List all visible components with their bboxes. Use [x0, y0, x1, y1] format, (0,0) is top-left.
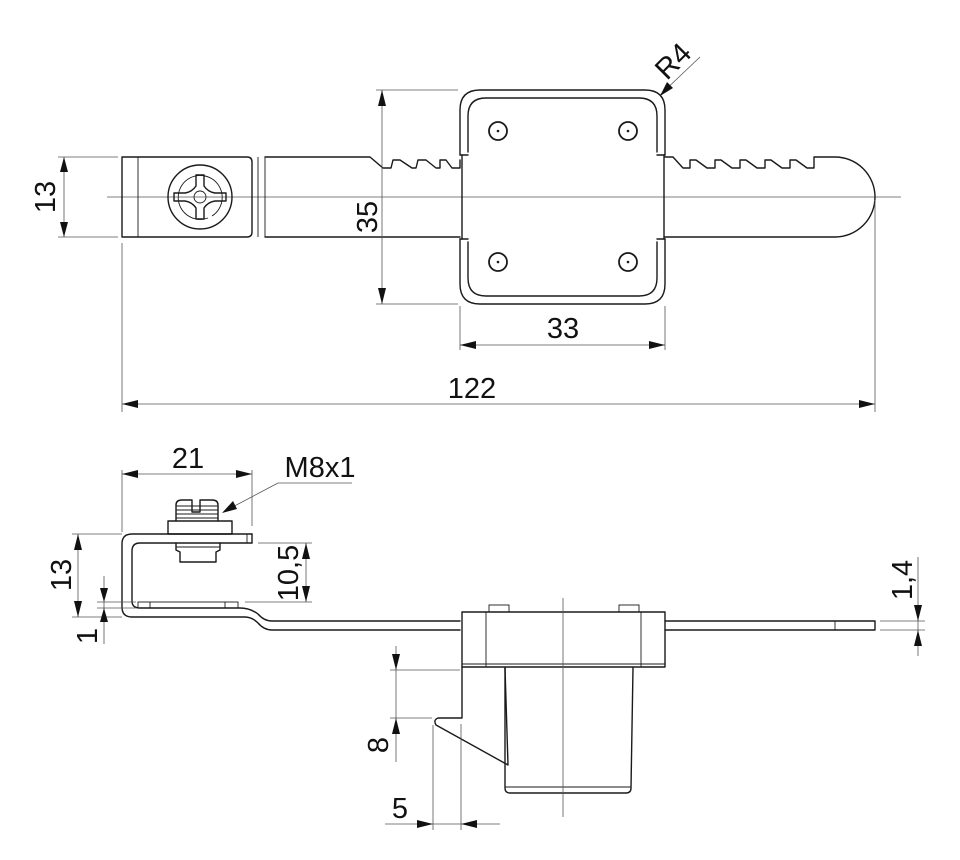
dim-label-inner-gap: 10,5 [273, 545, 305, 601]
dimension-overall-length: 122 [121, 200, 876, 412]
hole-icon [618, 121, 638, 141]
screw-head-icon [167, 164, 233, 230]
hole-icon [618, 252, 638, 272]
dim-label-bracket-height: 13 [46, 559, 78, 591]
dimension-holder-height: 35 [352, 89, 458, 305]
dim-label-thread: M8x1 [285, 452, 356, 484]
dim-label-bracket-width: 21 [172, 443, 204, 475]
clamp-block [121, 156, 266, 238]
dimension-strap-thickness: 1,4 [880, 557, 925, 656]
serrated-strap-right [664, 156, 876, 238]
dimension-bracket-width: 21 [121, 443, 253, 532]
square-holder [459, 89, 666, 305]
threaded-sensor-icon [167, 499, 233, 563]
holder-side [434, 604, 666, 794]
dimension-corner-radius: R4 [649, 37, 701, 96]
dimension-clip-offset: 5 [385, 724, 500, 830]
hole-icon [488, 121, 508, 141]
dimension-inner-gap: 10,5 [245, 542, 312, 603]
hole-icon [488, 252, 508, 272]
dim-label-holder-height: 35 [352, 201, 384, 233]
dim-label-plate-thickness: 1 [72, 628, 104, 644]
dim-label-clip-offset: 5 [392, 793, 408, 825]
dim-label-corner-radius: R4 [649, 37, 698, 86]
dimension-thread: M8x1 [222, 452, 355, 513]
dim-label-clip-height: 8 [363, 737, 395, 753]
mounting-holes [488, 121, 638, 272]
dimension-bracket-height: 13 [46, 533, 122, 618]
dimension-plate-thickness: 1 [72, 576, 136, 644]
dim-label-strap-thickness: 1,4 [887, 560, 919, 600]
dimension-clip-height: 8 [363, 646, 460, 762]
dimension-holder-width: 33 [459, 306, 666, 350]
dim-label-overall-length: 122 [448, 373, 496, 405]
dimension-tab-height: 13 [30, 156, 118, 238]
side-view: 21 M8x1 13 1 [46, 443, 925, 830]
strap-side [664, 620, 876, 631]
serrated-strap-left [264, 156, 461, 238]
dim-label-holder-width: 33 [547, 313, 579, 345]
top-view: 13 35 33 122 [30, 37, 901, 412]
u-bracket [121, 533, 461, 631]
dim-label-tab-height: 13 [30, 181, 62, 213]
